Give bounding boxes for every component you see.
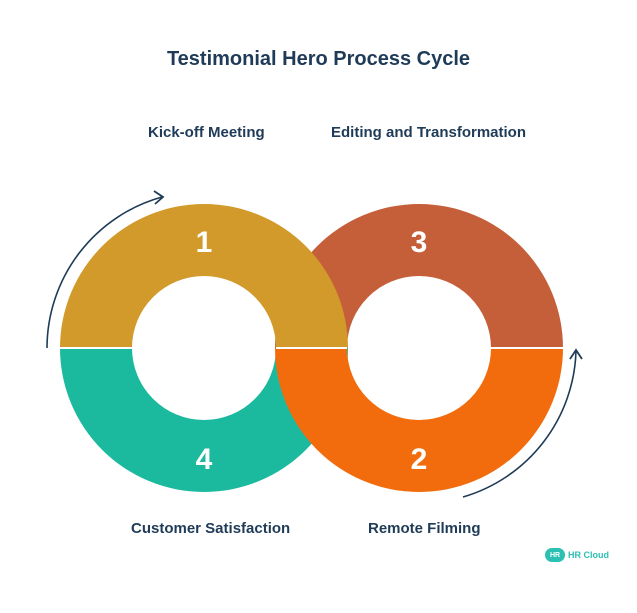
page-title: Testimonial Hero Process Cycle [166, 48, 471, 70]
segment-1 [60, 204, 348, 348]
logo-badge-icon: HR [545, 548, 565, 562]
step-number-1: 1 [196, 226, 213, 259]
hr-cloud-logo: HR HR Cloud [545, 548, 609, 562]
step-label-1: Kick-off Meeting [148, 124, 265, 141]
segment-4 [60, 348, 348, 492]
step-label-2: Remote Filming [368, 520, 481, 537]
logo-text: HR Cloud [568, 550, 609, 560]
step-number-4: 4 [196, 443, 213, 476]
flow-arrow-right [462, 350, 577, 498]
step-label-3: Editing and Transformation [331, 124, 527, 141]
flow-arrow-left [46, 196, 163, 349]
arrowhead-right-icon [569, 348, 583, 360]
segment-2 [275, 348, 563, 492]
step-label-4: Customer Satisfaction [131, 520, 291, 537]
segment-3 [275, 204, 563, 348]
step-number-2: 2 [411, 443, 428, 476]
arrowhead-left-icon [153, 190, 165, 205]
step-number-3: 3 [411, 226, 428, 259]
